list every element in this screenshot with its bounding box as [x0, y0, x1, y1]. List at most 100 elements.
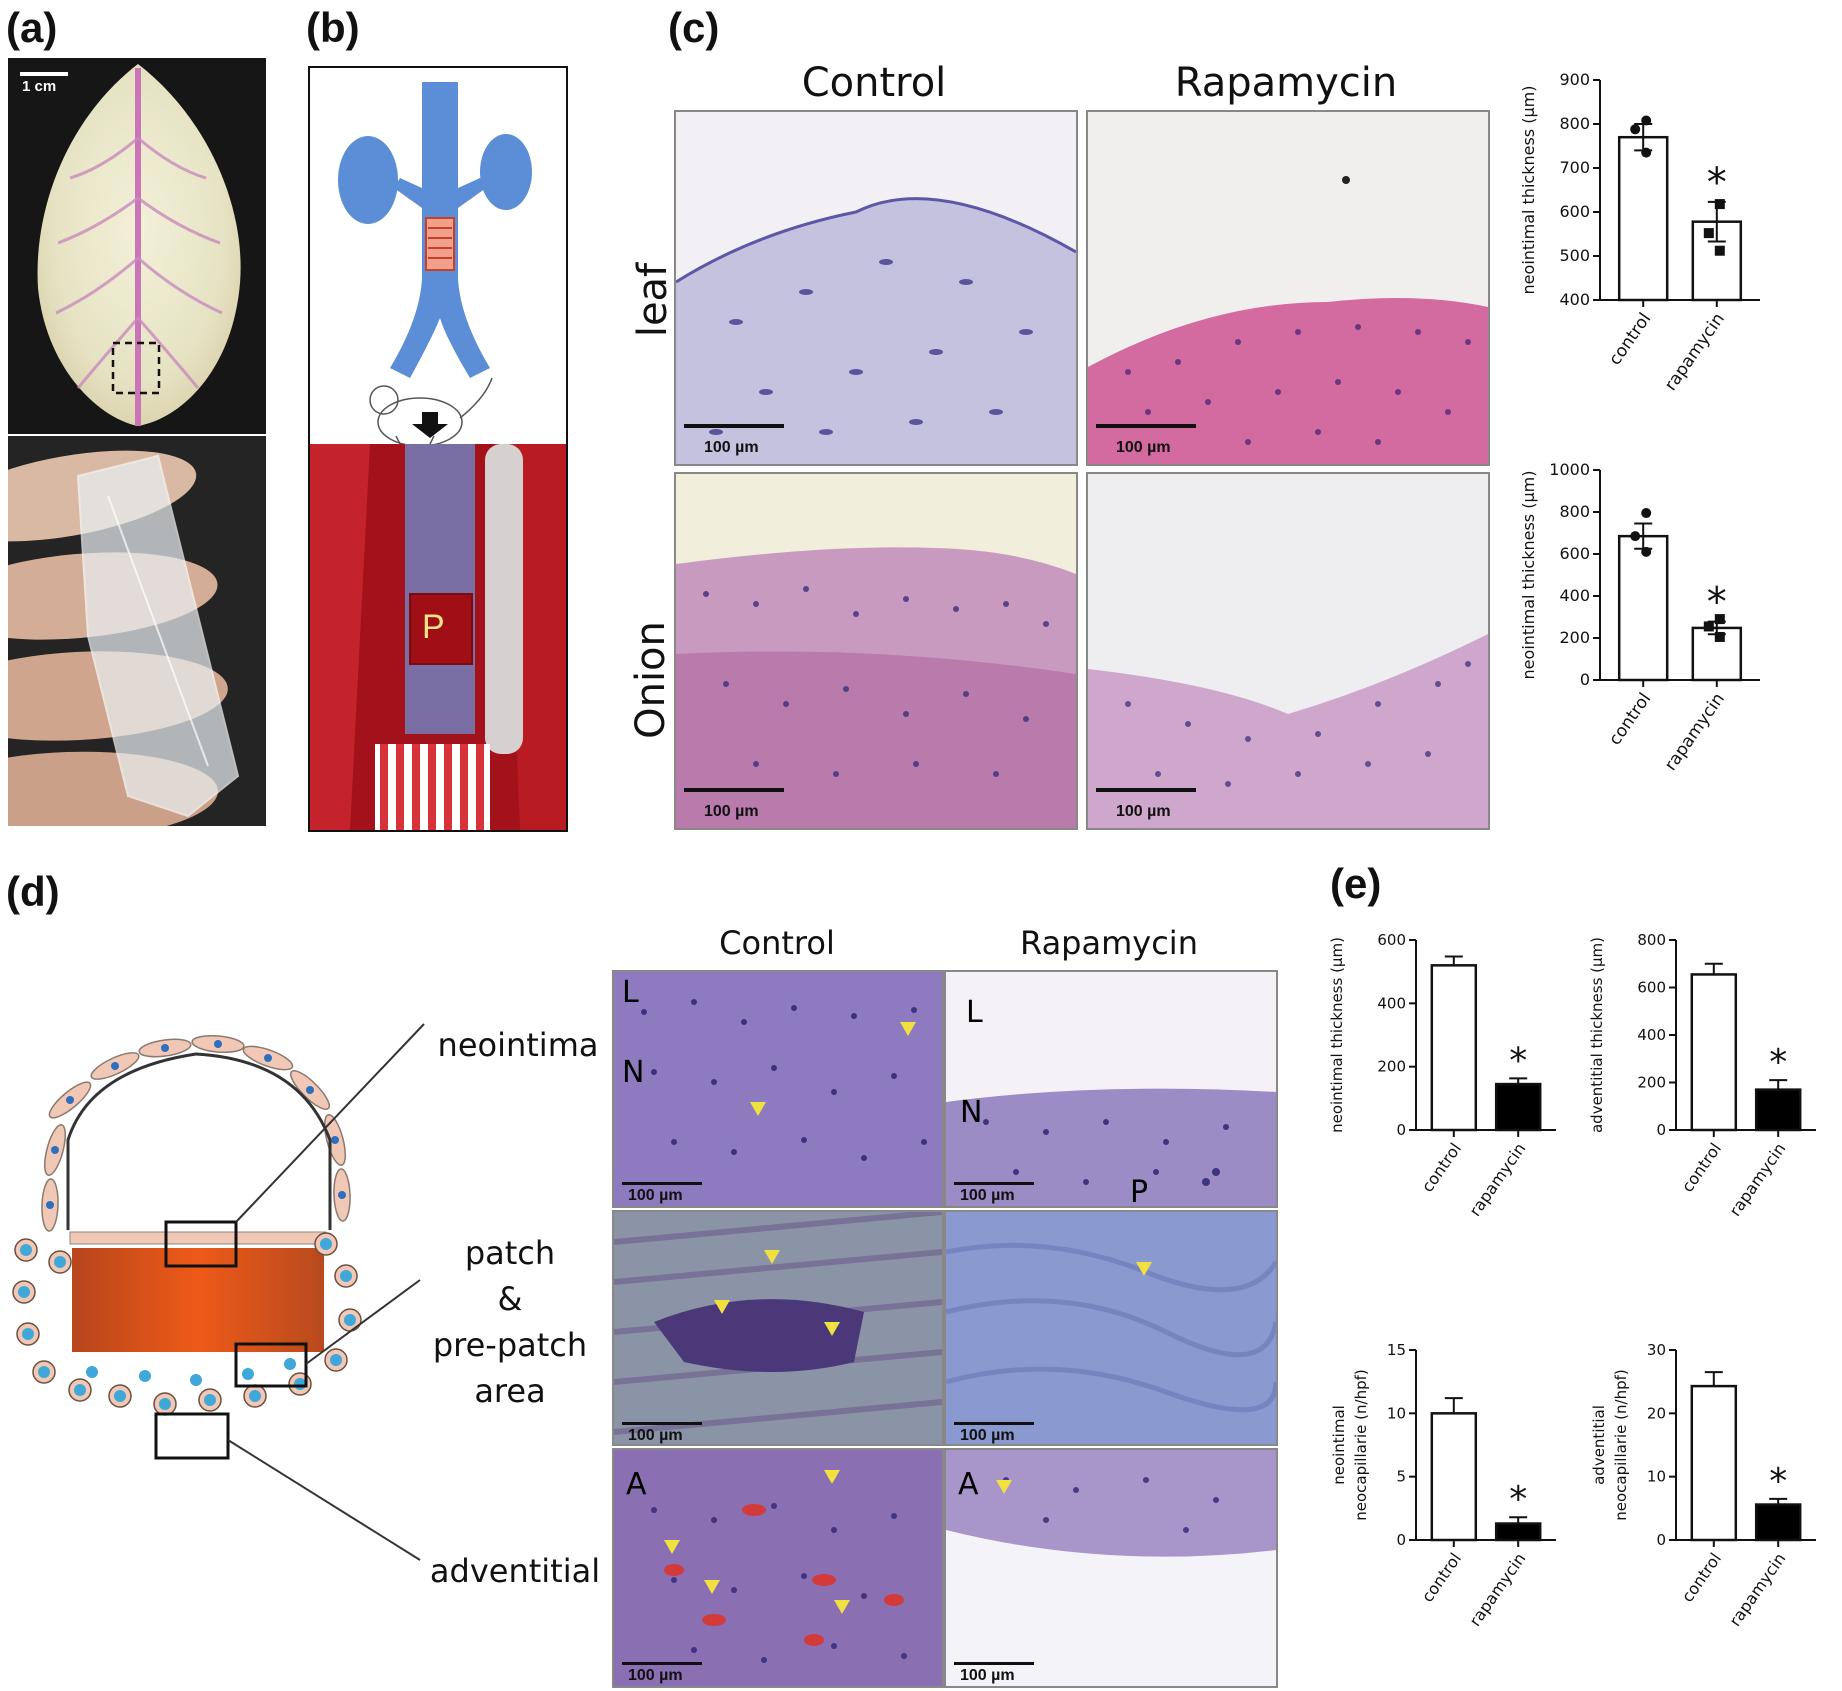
d-adventitial-control: A 100 µm: [612, 1448, 944, 1688]
leaf-photo: 1 cm: [8, 58, 266, 434]
data-point: [1714, 631, 1725, 642]
x-tick-label: control: [1678, 1139, 1725, 1195]
y-axis-label: neointimal: [1330, 1405, 1348, 1485]
d-letter-L-2: L: [966, 995, 983, 1030]
x-tick-label: rapamycin: [1725, 1139, 1789, 1219]
c-onion-control-micrograph: 100 µm: [674, 472, 1078, 830]
c-onion-rapamycin-micrograph: 100 µm: [1086, 472, 1490, 830]
y-tick-label: 400: [1559, 290, 1590, 309]
chart-c-top: 400 500 600 700 800 900 neointimal thickness (…: [1519, 60, 1840, 430]
d-scale-1: 100 µm: [628, 1187, 683, 1204]
y-tick-label: 800: [1637, 931, 1666, 949]
y-axis-label: neointimal thickness (µm): [1328, 937, 1346, 1133]
surgical-photo: P: [310, 444, 566, 830]
data-point: [1703, 621, 1714, 632]
c-column-control: Control: [801, 60, 947, 106]
c-scale-2: 100 µm: [1116, 439, 1171, 456]
y-tick-label: 5: [1396, 1468, 1406, 1486]
y-tick-label: 0: [1656, 1121, 1666, 1139]
data-point: [1641, 546, 1652, 557]
y-tick-label: 600: [1559, 202, 1590, 221]
c-scale-3: 100 µm: [704, 803, 759, 820]
y-tick-label: 600: [1559, 544, 1590, 563]
y-tick-label: 400: [1559, 586, 1590, 605]
y-tick-label: 600: [1377, 931, 1406, 949]
panel-a-label: (a): [6, 4, 58, 51]
y-axis-label: neocapillarie (n/hpf): [1352, 1369, 1370, 1520]
d-scale-6: 100 µm: [960, 1667, 1015, 1684]
c-leaf-control-micrograph: 100 µm: [674, 110, 1078, 466]
bar-rapamycin: [1494, 1082, 1542, 1132]
bar-control: [1430, 1412, 1478, 1542]
y-tick-label: 10: [1387, 1404, 1406, 1422]
panel-e-label: (e): [1330, 860, 1382, 907]
leaf-image: [20, 64, 241, 426]
d-scale-2: 100 µm: [960, 1187, 1015, 1204]
x-tick-label: rapamycin: [1661, 689, 1729, 774]
d-letter-L-1: L: [622, 975, 639, 1010]
data-point: [1641, 147, 1652, 158]
c-row-onion: Onion: [628, 621, 674, 739]
x-tick-label: control: [1605, 309, 1655, 369]
y-tick-label: 20: [1647, 1404, 1666, 1422]
d-column-rapamycin: Rapamycin: [1020, 924, 1198, 962]
c-scale-1: 100 µm: [704, 439, 759, 456]
y-tick-label: 0: [1396, 1531, 1406, 1549]
y-tick-label: 500: [1559, 246, 1590, 265]
d-region-area: area: [474, 1372, 546, 1410]
y-tick-label: 700: [1559, 158, 1590, 177]
y-tick-label: 200: [1377, 1058, 1406, 1076]
d-neointima-control: L N 100 µm: [612, 970, 944, 1208]
y-axis-label: adventitial: [1590, 1405, 1608, 1485]
panel-b-label: (b): [306, 4, 360, 51]
significance-star: *: [1707, 580, 1727, 626]
y-tick-label: 800: [1559, 114, 1590, 133]
y-tick-label: 600: [1637, 979, 1666, 997]
d-region-prepatch: pre-patch: [432, 1326, 588, 1364]
d-adventitial-rapamycin: A 100 µm: [944, 1448, 1278, 1688]
bar-rapamycin: [1754, 1088, 1802, 1132]
x-tick-label: rapamycin: [1661, 309, 1729, 394]
significance-star: *: [1769, 1042, 1787, 1083]
aorta-schematic: [338, 82, 532, 447]
data-point: [1714, 199, 1725, 210]
significance-star: *: [1509, 1479, 1527, 1520]
d-scale-4: 100 µm: [960, 1427, 1015, 1444]
bar-control: [1617, 534, 1669, 682]
y-tick-label: 900: [1559, 70, 1590, 89]
c-column-rapamycin: Rapamycin: [1174, 60, 1398, 106]
c-row-leaf: leaf: [630, 262, 676, 338]
data-point: [1630, 124, 1641, 135]
data-point: [1714, 245, 1725, 256]
d-region-adventitial: adventitial: [429, 1552, 601, 1590]
y-tick-label: 0: [1656, 1531, 1666, 1549]
c-scale-4: 100 µm: [1116, 803, 1171, 820]
y-tick-label: 1000: [1549, 460, 1590, 479]
d-scale-3: 100 µm: [628, 1427, 683, 1444]
bar-control: [1430, 964, 1478, 1132]
d-column-control: Control: [719, 924, 835, 962]
x-tick-label: rapamycin: [1725, 1549, 1789, 1629]
y-tick-label: 200: [1637, 1074, 1666, 1092]
y-axis-label: neointimal thickness (µm): [1520, 471, 1538, 680]
d-region-neointima: neointima: [437, 1026, 599, 1064]
d-letter-P: P: [1130, 1175, 1148, 1206]
d-patch-rapamycin: 100 µm: [944, 1210, 1278, 1446]
panel-d-label: (d): [6, 868, 60, 915]
y-tick-label: 10: [1647, 1468, 1666, 1486]
x-tick-label: control: [1605, 689, 1655, 749]
bar-control: [1690, 973, 1738, 1132]
y-tick-label: 800: [1559, 502, 1590, 521]
d-patch-control: 100 µm: [612, 1210, 944, 1446]
y-axis-label: neocapillarie (n/hpf): [1612, 1369, 1630, 1520]
patch-letter: P: [422, 608, 445, 646]
y-axis-label: neointimal thickness (µm): [1520, 86, 1538, 295]
x-tick-label: rapamycin: [1465, 1139, 1529, 1219]
bar-control: [1617, 135, 1669, 302]
significance-star: *: [1769, 1461, 1787, 1502]
significance-star: *: [1707, 160, 1727, 206]
